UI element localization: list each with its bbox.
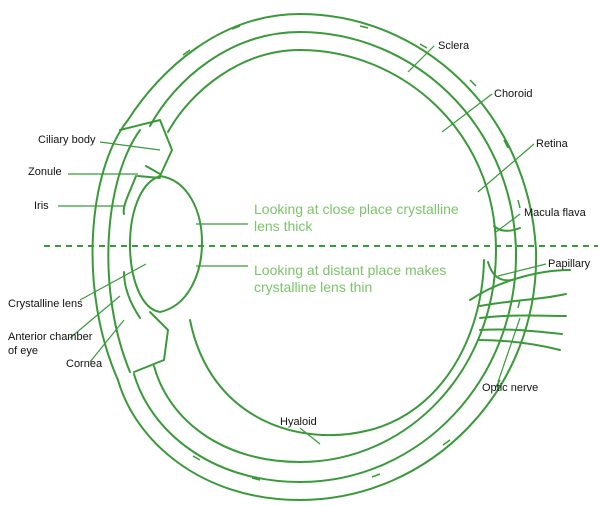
hyaloid-boundary: [189, 259, 485, 437]
label-retina: Retina: [536, 138, 568, 150]
label-zonule: Zonule: [28, 166, 62, 178]
label-choroid: Choroid: [494, 88, 533, 100]
crystalline-lens: [129, 175, 203, 313]
label-anterior-chamber-line2: of eye: [8, 345, 38, 357]
leader-choroid: [441, 93, 493, 133]
cornea-outer: [91, 119, 129, 381]
sclera-outline: [117, 13, 538, 501]
note-distant-line1: Looking at distant place makes: [254, 262, 447, 278]
note-close-line1: Looking at close place crystalline: [254, 201, 459, 217]
note-distant-line2: crystalline lens thin: [254, 279, 373, 295]
macula-mark: [493, 225, 521, 232]
leader-macula: [495, 213, 521, 233]
iris-lower: [123, 271, 141, 319]
optic-nerve-fiber-3: [479, 328, 563, 335]
label-iris: Iris: [34, 200, 49, 212]
label-anterior-chamber-line1: Anterior chamber: [8, 331, 93, 343]
sclera-texture: [182, 25, 521, 481]
label-sclera: Sclera: [438, 40, 470, 52]
label-optic-nerve: Optic nerve: [482, 382, 539, 394]
label-papillary: Papillary: [548, 258, 591, 270]
note-close-line2: lens thick: [254, 218, 313, 234]
zonule-fibers: [137, 165, 161, 179]
leader-retina: [477, 143, 535, 193]
ciliary-body-upper: [119, 119, 173, 177]
leader-hyaloid: [299, 427, 321, 445]
leader-crystalline-lens: [79, 263, 147, 301]
leader-papillary: [497, 263, 547, 277]
optic-nerve-lower: [477, 339, 561, 351]
sclera-front-upper: [127, 13, 301, 121]
leader-optic-nerve: [497, 317, 521, 383]
optic-nerve-fiber-2: [479, 314, 567, 319]
optic-nerve-upper: [469, 269, 571, 301]
label-crystalline-lens: Crystalline lens: [8, 298, 83, 310]
choroid-line: [133, 31, 518, 483]
leader-anterior-chamber: [69, 295, 121, 339]
label-macula-flava: Macula flava: [524, 207, 586, 219]
ciliary-body-lower: [133, 311, 169, 373]
leader-ciliary-body: [99, 141, 161, 151]
label-cornea: Cornea: [66, 358, 103, 370]
cornea-inner: [107, 129, 141, 373]
leader-sclera: [407, 45, 435, 73]
iris-upper: [122, 175, 137, 215]
label-ciliary-body: Ciliary body: [38, 134, 96, 146]
label-hyaloid: Hyaloid: [280, 416, 317, 428]
optic-disc: [487, 261, 513, 282]
choroid-front-upper: [149, 31, 301, 127]
optic-nerve-fiber-1: [479, 293, 567, 307]
retina-line: [153, 49, 497, 463]
retina-front-upper: [167, 49, 301, 133]
leader-cornea: [89, 319, 125, 363]
